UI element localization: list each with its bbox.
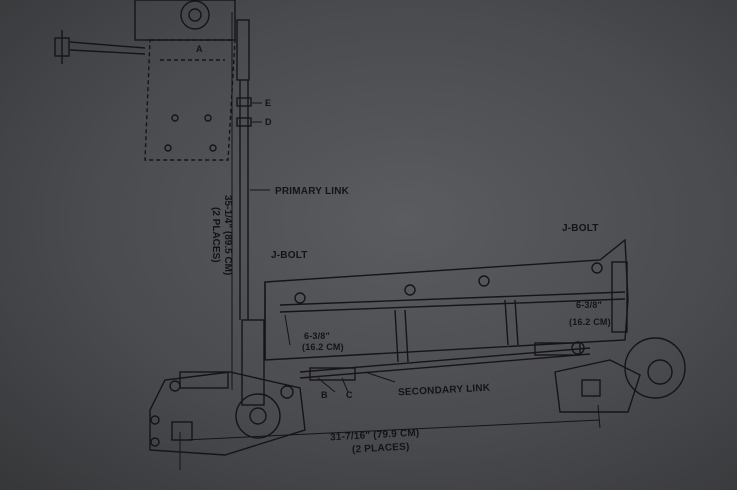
frame	[264, 238, 629, 363]
jbolt-left-label: J-BOLT	[271, 250, 308, 261]
dim-right-inches: 6-3/8"	[576, 300, 602, 310]
gearbox-mount	[54, 0, 236, 161]
primary-link-rod	[236, 19, 265, 406]
dim-left-cm: (16.2 CM)	[302, 342, 344, 352]
dimension-lines	[179, 12, 601, 470]
left-bell-crank	[149, 371, 306, 456]
primary-link-label: PRIMARY LINK	[275, 186, 350, 197]
jbolt-right-label: J-BOLT	[562, 223, 599, 234]
right-bell-crank	[554, 261, 686, 413]
dim-left-inches: 6-3/8"	[304, 331, 330, 341]
dim-right-cm: (16.2 CM)	[569, 317, 611, 327]
dim-vertical-measure: 35-1/4" (89.5 CM)	[222, 195, 233, 276]
callout-d: D	[265, 117, 272, 127]
dim-vertical-places: (2 PLACES)	[210, 207, 221, 263]
secondary-link-rod	[299, 342, 591, 381]
callout-a: A	[196, 44, 203, 54]
callout-b: B	[321, 390, 328, 400]
callout-c: C	[346, 390, 353, 400]
callout-e: E	[265, 98, 272, 108]
